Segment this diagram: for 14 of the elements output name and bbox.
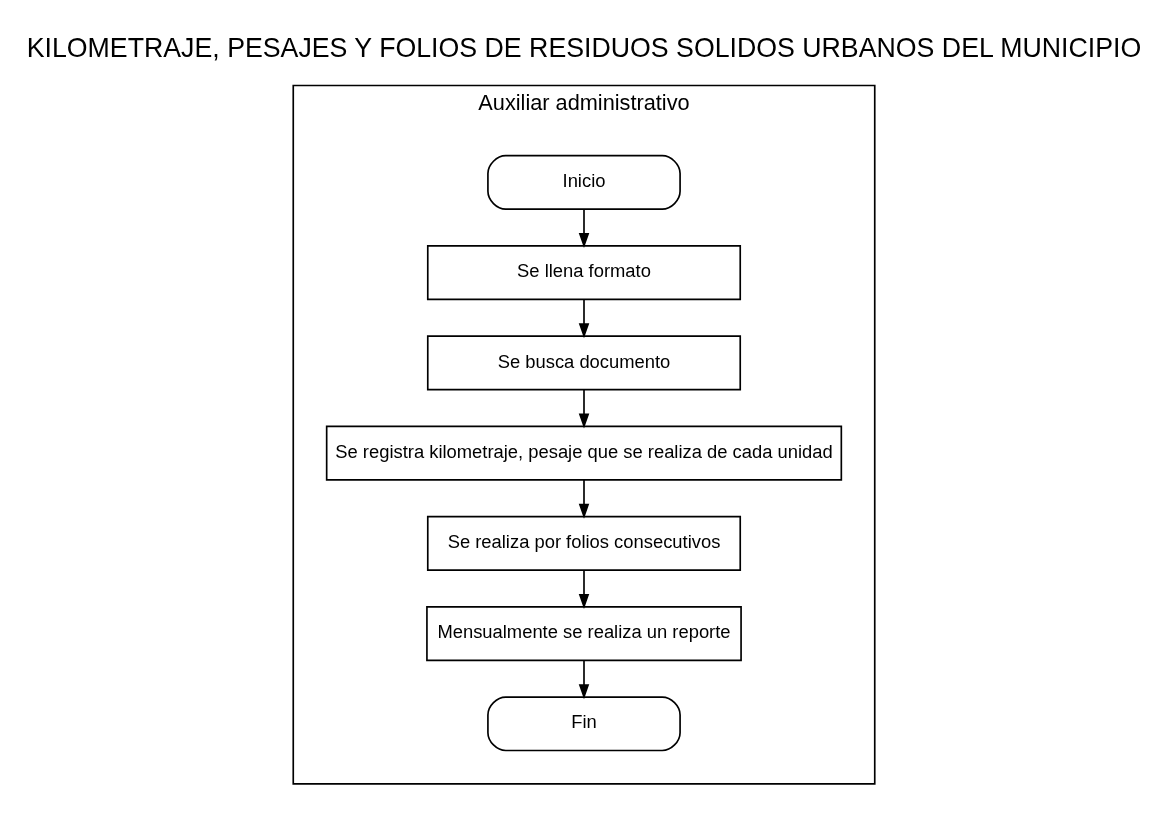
node-box: Se registra kilometraje, pesaje que se realiza de cada unidad	[325, 425, 843, 481]
node-box: Se realiza por folios consecutivos	[426, 515, 742, 571]
arrow	[578, 478, 590, 519]
node-box: Inicio	[487, 154, 681, 210]
arrow	[578, 568, 590, 609]
diagram-title: KILOMETRAJE, PESAJES Y FOLIOS DE RESIDUOS SOLIDOS URBANOS DEL MUNICIPIO	[26, 32, 1142, 63]
node-box: Fin	[487, 695, 681, 751]
arrow	[578, 388, 590, 429]
arrow	[578, 659, 590, 699]
arrow	[578, 298, 590, 338]
arrow	[578, 207, 590, 248]
node-box: Se busca documento	[426, 334, 742, 390]
node-box: Se llena formato	[426, 244, 742, 300]
node-box: Mensualmente se realiza un reporte	[426, 605, 742, 661]
